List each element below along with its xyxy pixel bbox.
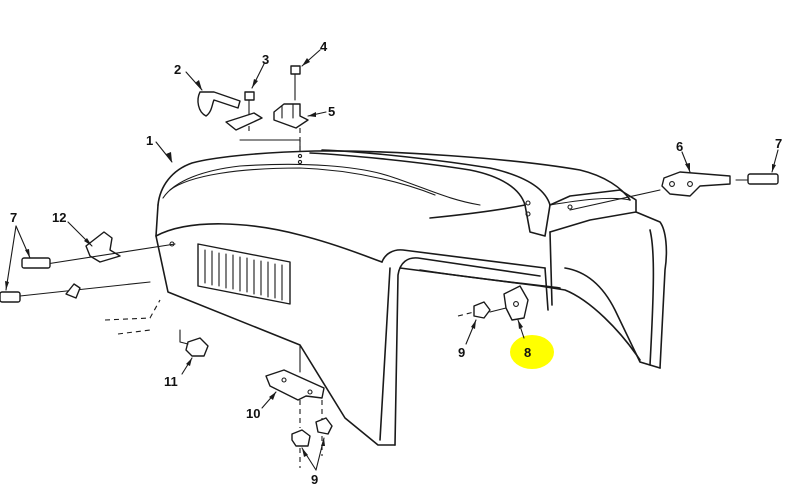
bolt-part-4 — [290, 65, 301, 101]
callout-labels: 1 2 3 4 5 6 7 7 8 9 9 10 11 12 — [10, 39, 782, 487]
nut-part-9-bottom — [291, 400, 333, 468]
hood-louvers — [197, 243, 291, 305]
bolt-part-7-right — [735, 173, 779, 185]
callout-3: 3 — [262, 52, 269, 67]
latch-part-12 — [39, 231, 176, 266]
handle-part-2 — [197, 91, 241, 117]
callout-1: 1 — [146, 133, 153, 148]
callout-11: 11 — [164, 374, 178, 389]
callout-7-right: 7 — [775, 136, 782, 151]
callout-leaders — [5, 49, 779, 471]
callout-7-left: 7 — [10, 210, 17, 225]
callout-9-bottom: 9 — [311, 472, 318, 487]
bolt-part-7-left — [0, 257, 151, 303]
callout-5: 5 — [328, 104, 335, 119]
hinge-part-6 — [569, 171, 731, 211]
callout-8-highlight — [510, 335, 554, 369]
callout-12: 12 — [52, 210, 66, 225]
bracket-plate — [225, 112, 263, 131]
callout-9-right: 9 — [458, 345, 465, 360]
clip-part-8 — [503, 285, 529, 321]
callout-10: 10 — [246, 406, 260, 421]
bracket-part-10 — [265, 344, 325, 401]
leader-line — [239, 139, 301, 151]
hood-assembly — [104, 149, 668, 446]
callout-4: 4 — [320, 39, 328, 54]
nut-part-11 — [179, 329, 209, 357]
nut-part-9-right — [457, 301, 507, 319]
callout-8: 8 — [524, 345, 531, 360]
hinge-part-5 — [273, 103, 309, 129]
callout-6: 6 — [676, 139, 683, 154]
callout-2: 2 — [174, 62, 181, 77]
